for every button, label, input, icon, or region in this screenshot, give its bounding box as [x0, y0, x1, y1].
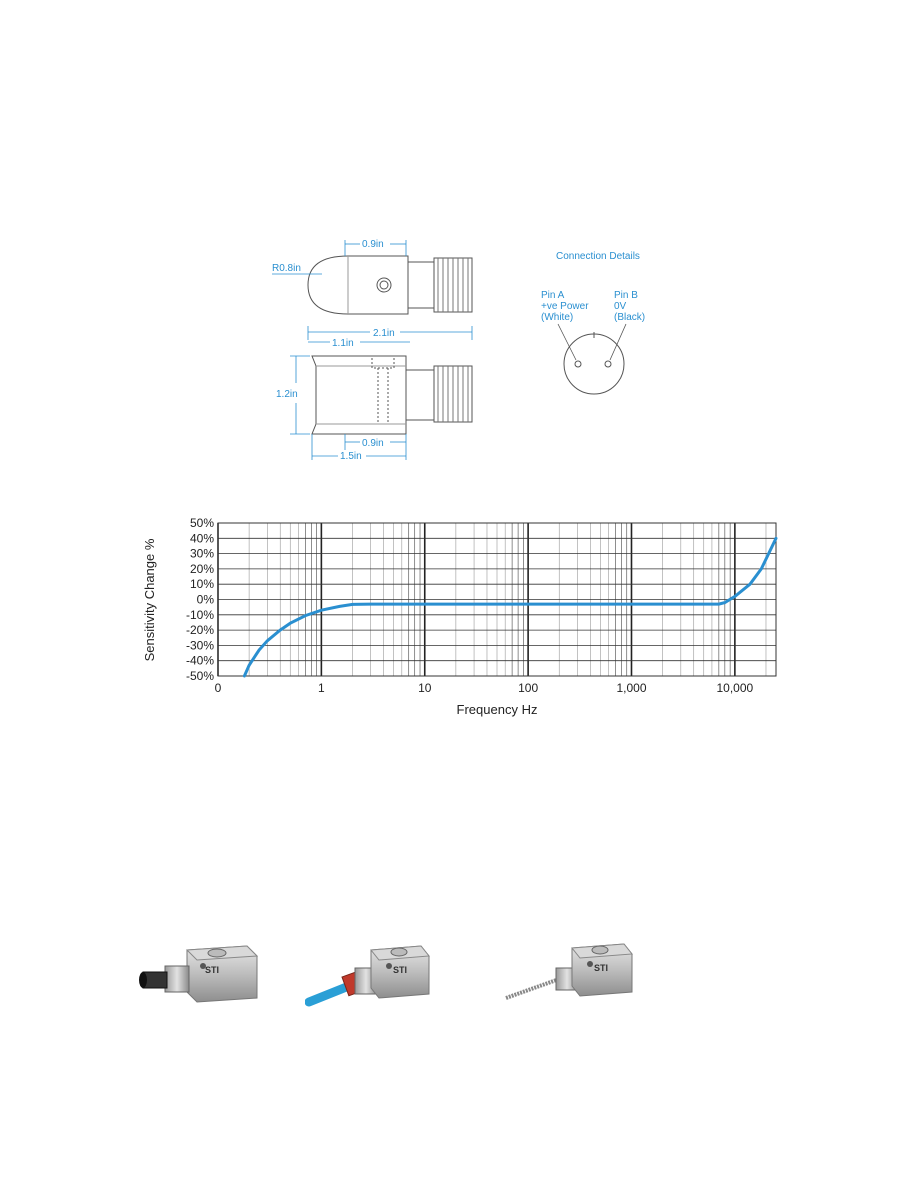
y-tick-label: -40%	[186, 654, 214, 668]
dim-overall-length: 2.1in	[373, 328, 395, 339]
product-photo-1: STI	[139, 945, 259, 1003]
pin-b-line3: (Black)	[614, 312, 645, 323]
pin-a-line1: Pin A	[541, 290, 565, 301]
pin-b-line2: 0V	[614, 301, 627, 312]
photo-3-brand: STI	[594, 963, 608, 973]
y-tick-label: -50%	[186, 669, 214, 683]
dim-body-length: 1.1in	[332, 338, 354, 349]
dim-height: 1.2in	[276, 389, 298, 400]
dim-top-width: 0.9in	[362, 239, 384, 250]
dim-bottom-width: 0.9in	[362, 438, 384, 449]
side-view	[311, 355, 473, 435]
x-tick-label: 10,000	[717, 681, 754, 695]
y-tick-label: 30%	[190, 547, 214, 561]
plot-area-border	[217, 522, 777, 677]
y-tick-label: -20%	[186, 623, 214, 637]
pin-a-line3: (White)	[541, 312, 573, 323]
x-tick-label: 10	[418, 681, 432, 695]
connection-details: Connection Details Pin A +ve Power (Whit…	[541, 251, 645, 395]
connection-title: Connection Details	[556, 251, 640, 262]
photo-2-brand: STI	[393, 965, 407, 975]
x-tick-label: 1	[318, 681, 325, 695]
product-photo-2: STI	[305, 945, 430, 1007]
frequency-response-chart: 50%40% 30%20%10% 0%-10%-20%-30% -40%-50% 0 1…	[142, 516, 778, 717]
x-tick-label: 1,000	[616, 681, 646, 695]
y-tick-label: 10%	[190, 577, 214, 591]
pin-b-line1: Pin B	[614, 290, 638, 301]
pin-a-line2: +ve Power	[541, 301, 589, 312]
y-tick-label: 50%	[190, 516, 214, 530]
x-tick-label: 0	[215, 681, 222, 695]
y-axis-label: Sensitivity Change %	[142, 538, 157, 661]
y-tick-label: -10%	[186, 608, 214, 622]
dimension-drawing: 0.9in R0.8in 2.1in 1.1in 1.2in 0.9in 1.5…	[272, 239, 645, 462]
y-tick-label: 20%	[190, 562, 214, 576]
product-photo-3: STI	[505, 943, 633, 1000]
y-tick-label: -30%	[186, 638, 214, 652]
top-view	[307, 255, 473, 315]
y-tick-label: 40%	[190, 531, 214, 545]
dim-radius: R0.8in	[272, 263, 301, 274]
photo-1-brand: STI	[205, 965, 219, 975]
series-line	[242, 536, 778, 678]
y-tick-label: 0%	[197, 593, 215, 607]
dim-bottom-length: 1.5in	[340, 451, 362, 462]
x-axis-label: Frequency Hz	[457, 702, 538, 717]
x-tick-label: 100	[518, 681, 538, 695]
